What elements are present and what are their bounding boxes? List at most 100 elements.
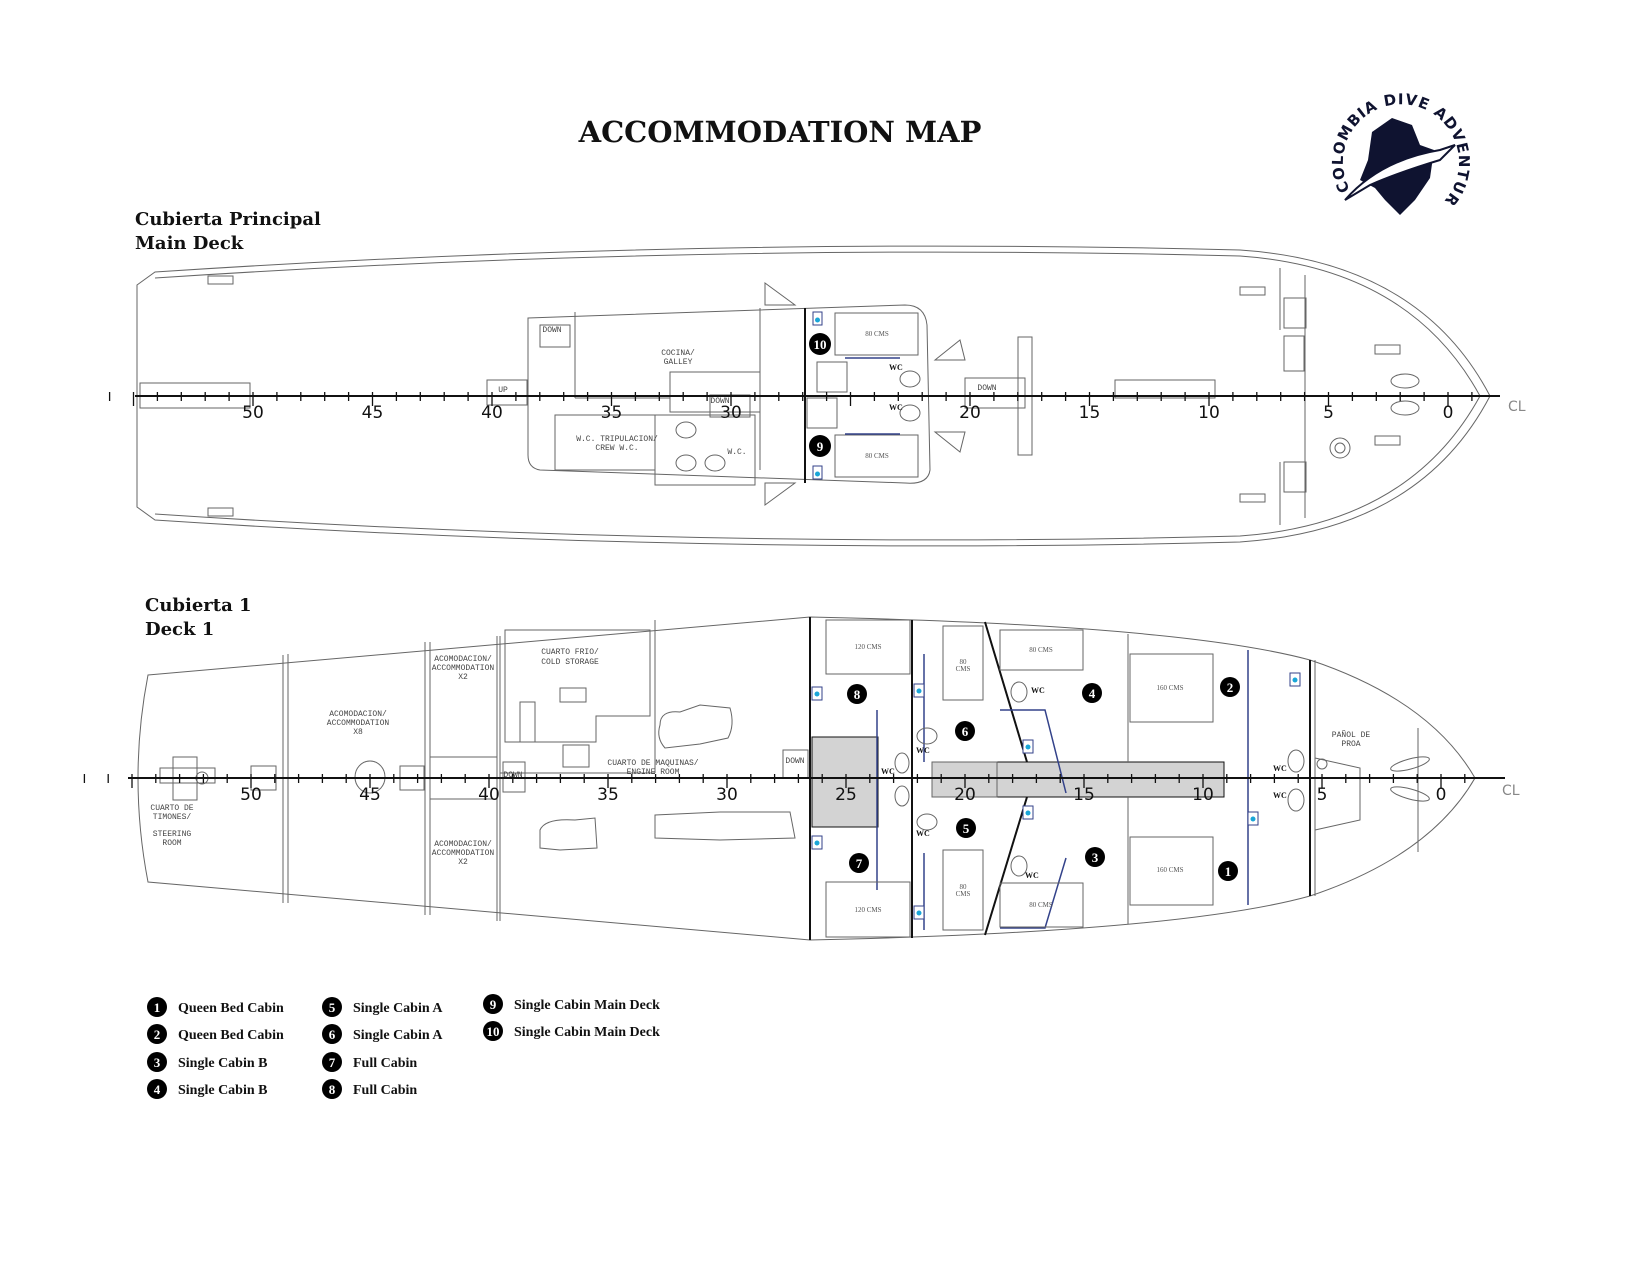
bed-size-cabin4: 80 CMS	[1029, 646, 1053, 654]
bed-size-cabin5: 80	[960, 883, 968, 891]
bow-store-label: PROA	[1341, 740, 1360, 749]
cabin-marker-5[interactable]: 5	[956, 818, 976, 838]
stairs-down-label: DOWN	[542, 326, 561, 335]
cabin-marker-10[interactable]: 10	[809, 333, 831, 355]
svg-text:COLOMBIA DIVE ADVENTURES: COLOMBIA DIVE ADVENTURES	[0, 0, 1473, 210]
wc-label: WC	[1273, 791, 1287, 800]
frame-number: 30	[716, 785, 738, 805]
cabin-number: 5	[963, 821, 970, 836]
legend-marker	[322, 1079, 342, 1099]
cabin-number: 10	[814, 337, 827, 352]
shark-icon	[1344, 144, 1456, 201]
steering-room-label: CUARTO DE	[150, 804, 193, 813]
frame-number: 20	[954, 785, 976, 805]
wc-label: WC	[916, 746, 930, 755]
wc-label: WC	[1273, 764, 1287, 773]
deck1-label-es: Cubierta 1	[145, 595, 252, 616]
accommodation-x8-label: X8	[353, 728, 363, 737]
wc-label: WC	[881, 767, 895, 776]
bed-size-cabin10: 80 CMS	[865, 330, 889, 338]
cabin-number: 9	[817, 439, 824, 454]
legend-marker	[147, 1052, 167, 1072]
cabin-marker-1[interactable]: 1	[1218, 861, 1238, 881]
frame-number: 30	[720, 403, 742, 423]
cabin-marker-7[interactable]: 7	[849, 853, 869, 873]
cabin-marker-2[interactable]: 2	[1220, 677, 1240, 697]
deck1-hull	[137, 616, 1476, 941]
legend-label: Single Cabin Main Deck	[514, 1025, 660, 1040]
accommodation-x2-label: ACCOMMODATION	[432, 849, 495, 858]
stairs-down-label: DOWN	[710, 397, 729, 406]
steering-room-label: ROOM	[162, 839, 181, 848]
frame-number: 25	[835, 785, 857, 805]
frame-number: 45	[359, 785, 381, 805]
deck1-label-en: Deck 1	[145, 619, 214, 640]
legend-marker	[147, 997, 167, 1017]
frame-number: 10	[1198, 403, 1220, 423]
legend-item: 6 Single Cabin A	[322, 1024, 443, 1044]
bed-size-cabin8: 120 CMS	[854, 643, 881, 651]
cabin-marker-3[interactable]: 3	[1085, 847, 1105, 867]
bed-size-cabin6: 80	[960, 658, 968, 666]
cabin-marker-9[interactable]: 9	[809, 435, 831, 457]
frame-number: 10	[1192, 785, 1214, 805]
logo: COLOMBIA DIVE ADVENTURES	[0, 0, 1473, 215]
frame-number: 45	[362, 403, 384, 423]
centerline-label: CL	[1508, 399, 1526, 415]
bed-size-cabin5: CMS	[956, 890, 971, 898]
legend-label: Single Cabin B	[178, 1083, 267, 1098]
main-deck-label-es: Cubierta Principal	[135, 209, 321, 230]
legend-number: 5	[329, 1000, 336, 1015]
cabin-number: 3	[1092, 850, 1099, 865]
bed-size-cabin2: 160 CMS	[1156, 684, 1183, 692]
legend-marker	[147, 1079, 167, 1099]
cabin-marker-4[interactable]: 4	[1082, 683, 1102, 703]
legend-number: 4	[154, 1082, 161, 1097]
legend-number: 6	[329, 1027, 336, 1042]
legend-label: Single Cabin Main Deck	[514, 998, 660, 1013]
frame-number: 0	[1443, 403, 1454, 423]
bed-size-cabin7: 120 CMS	[854, 906, 881, 914]
wc-label: WC	[916, 829, 930, 838]
wc-label: WC	[1025, 871, 1039, 880]
cabin-number: 1	[1225, 864, 1232, 879]
accommodation-x2-label: ACCOMMODATION	[432, 664, 495, 673]
wc-label: WC	[889, 363, 903, 372]
legend-marker	[483, 1021, 503, 1041]
wc-label: WC	[1031, 686, 1045, 695]
galley-label: GALLEY	[664, 358, 693, 367]
page-title: ACCOMMODATION MAP	[578, 115, 982, 149]
frame-number: 15	[1079, 403, 1101, 423]
cold-storage-label: COLD STORAGE	[541, 658, 599, 667]
accommodation-x2-label: ACOMODACION/	[434, 840, 492, 849]
legend-item: 4 Single Cabin B	[147, 1079, 267, 1099]
engine-room-label: ENGINE ROOM	[627, 768, 680, 777]
galley-label: COCINA/	[661, 349, 695, 358]
legend-label: Single Cabin B	[178, 1056, 267, 1071]
cabin-number: 6	[962, 724, 969, 739]
deck1-plan: ACOMODACION/ ACCOMMODATION X8 ACOMODACIO…	[83, 616, 1520, 941]
stairs-down-label: DOWN	[977, 384, 996, 393]
cabin-marker-6[interactable]: 6	[955, 721, 975, 741]
legend-marker	[483, 994, 503, 1014]
frame-number: 0	[1436, 785, 1447, 805]
bed-size-cabin6: CMS	[956, 665, 971, 673]
crew-wc-label: W.C. TRIPULACION/	[576, 435, 658, 444]
main-deck-plan: COCINA/ GALLEY W.C. TRIPULACION/ CREW W.…	[108, 245, 1526, 547]
bed-size-cabin3: 80 CMS	[1029, 901, 1053, 909]
accommodation-x2-label: X2	[458, 673, 468, 682]
accommodation-x8-label: ACOMODACION/	[329, 710, 387, 719]
cabin-marker-8[interactable]: 8	[847, 684, 867, 704]
legend-number: 7	[329, 1055, 336, 1070]
legend-label: Single Cabin A	[353, 1028, 443, 1043]
legend-label: Full Cabin	[353, 1083, 417, 1098]
bed-size-cabin9: 80 CMS	[865, 452, 889, 460]
frame-number: 15	[1073, 785, 1095, 805]
legend-number: 1	[154, 1000, 161, 1015]
legend-number: 3	[154, 1055, 161, 1070]
